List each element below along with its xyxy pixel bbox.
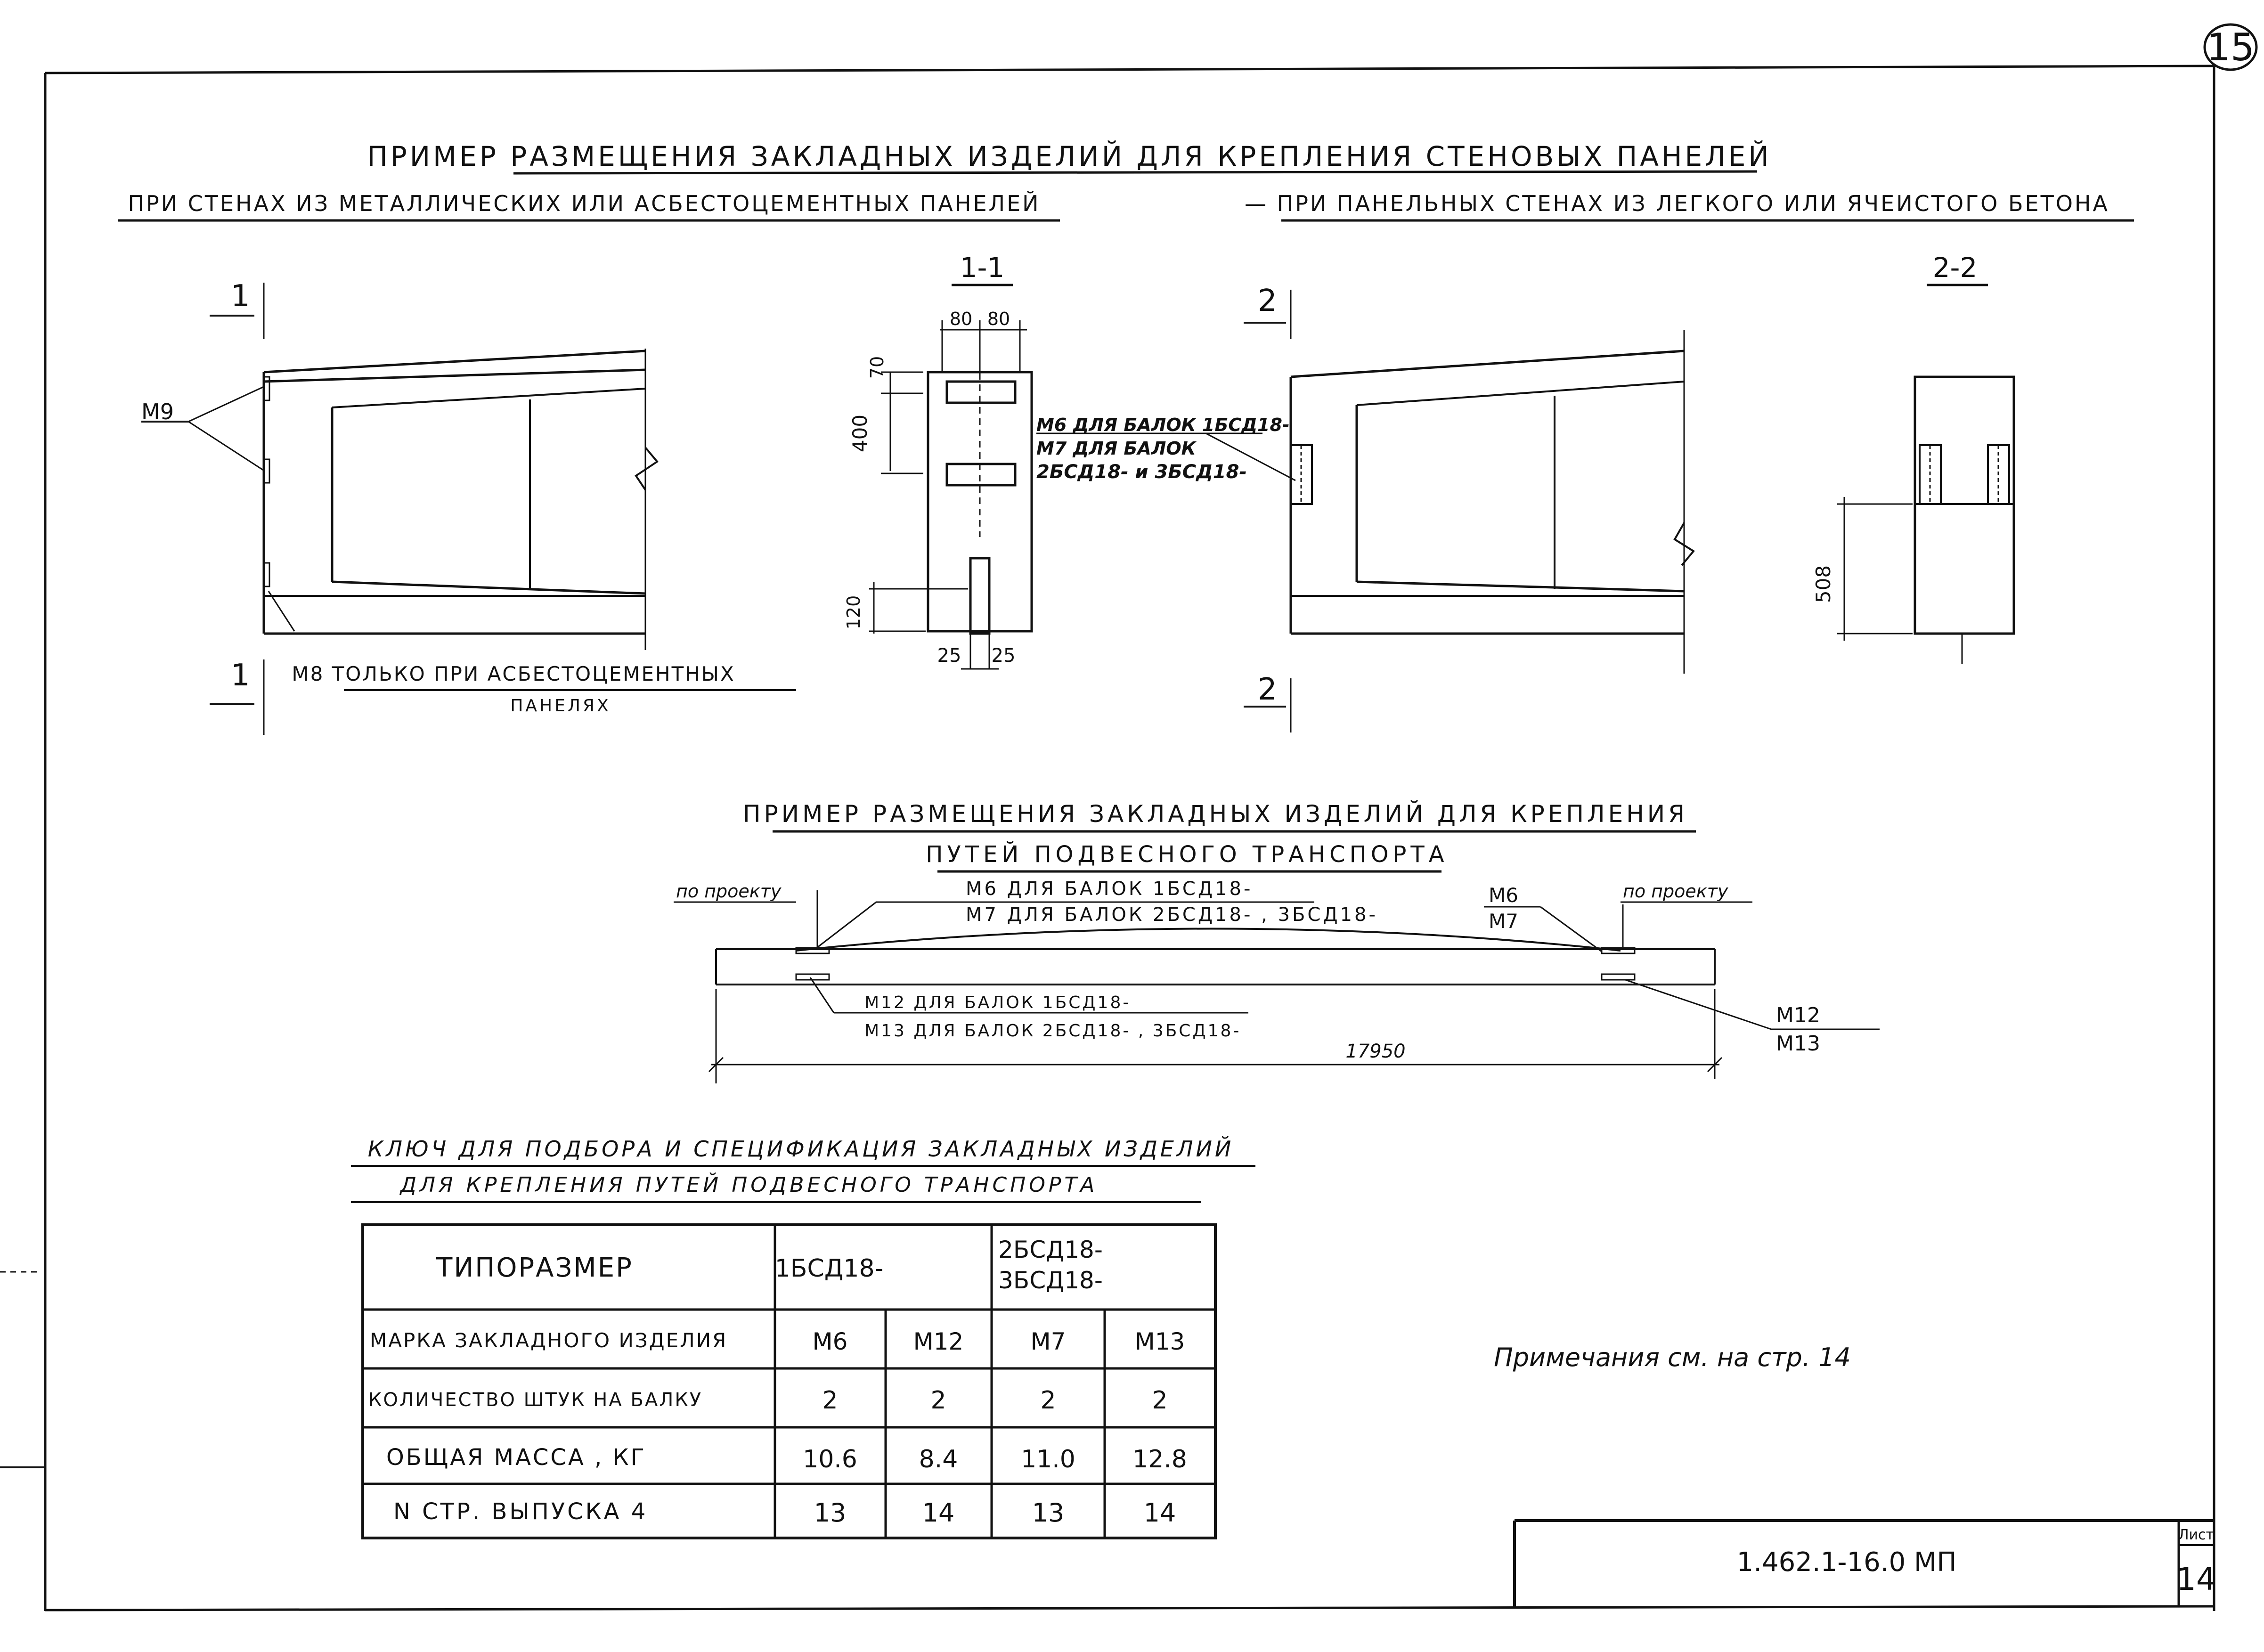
notes-reference: Примечания см. на стр. 14 bbox=[1494, 1343, 1851, 1372]
cell-count-3: 2 bbox=[1040, 1386, 1056, 1415]
cell-mass-4: 12.8 bbox=[1132, 1445, 1187, 1473]
right-top-m7: М7 bbox=[1489, 910, 1518, 933]
right-bottom-m13: М13 bbox=[1776, 1032, 1820, 1056]
label-m8: М8 ТОЛЬКО ПРИ АСБЕСТОЦЕМЕНТНЫХ bbox=[292, 662, 735, 685]
cut1-top-mark: 1 bbox=[231, 279, 250, 314]
cell-mark-1: М6 bbox=[813, 1328, 848, 1355]
key-title-2: ДЛЯ КРЕПЛЕНИЯ ПУТЕЙ ПОДВЕСНОГО ТРАНСПОРТ… bbox=[399, 1172, 1098, 1197]
cell-count-2: 2 bbox=[930, 1386, 946, 1415]
cell-mark-2: М12 bbox=[913, 1328, 964, 1355]
page-number-badge: 15 bbox=[2203, 23, 2258, 71]
sheet-label: Лист bbox=[2178, 1527, 2214, 1543]
top-label-m6: М6 ДЛЯ БАЛОК 1БСД18- bbox=[966, 878, 1253, 900]
section2-title-2: ПУТЕЙ ПОДВЕСНОГО ТРАНСПОРТА bbox=[926, 841, 1448, 868]
cell-mark-4: М13 bbox=[1135, 1328, 1185, 1355]
span-17950: 17950 bbox=[1345, 1041, 1405, 1062]
cut1-bottom-mark: 1 bbox=[231, 658, 250, 693]
cell-mass-1: 10.6 bbox=[803, 1445, 857, 1473]
section-2-2-label: 2-2 bbox=[1933, 252, 1978, 284]
dim-25-left: 25 bbox=[937, 645, 961, 667]
table-type-a: 1БСД18- bbox=[775, 1254, 884, 1283]
dim-80-right: 80 bbox=[987, 309, 1010, 329]
cell-page-3: 13 bbox=[1032, 1498, 1065, 1528]
key-title-1: КЛЮЧ ДЛЯ ПОДБОРА И СПЕЦИФИКАЦИЯ ЗАКЛАДНЫ… bbox=[368, 1136, 1234, 1162]
top-label-m7: М7 ДЛЯ БАЛОК 2БСД18- , 3БСД18- bbox=[966, 904, 1378, 926]
document-code: 1.462.1-16.0 МП bbox=[1737, 1547, 1957, 1578]
cell-page-4: 14 bbox=[1144, 1498, 1176, 1528]
section-1-1-label: 1-1 bbox=[960, 252, 1005, 284]
right-beam-elevation: 2 2 bbox=[1244, 284, 1695, 732]
cut2-top-mark: 2 bbox=[1258, 284, 1277, 318]
by-project-right: по проекту bbox=[1623, 881, 1728, 902]
dim-508: 508 bbox=[1812, 565, 1835, 603]
label-m9: М9 bbox=[141, 399, 174, 424]
section2-title-1: ПРИМЕР РАЗМЕЩЕНИЯ ЗАКЛАДНЫХ ИЗДЕЛИЙ ДЛЯ … bbox=[743, 800, 1688, 828]
row-label-mass: ОБЩАЯ МАССА , КГ bbox=[386, 1444, 646, 1471]
row-label-mark: МАРКА ЗАКЛАДНОГО ИЗДЕЛИЯ bbox=[370, 1329, 727, 1352]
left-beam-elevation: 1 1 М9 М8 ТОЛЬКО ПРИ АСБЕСТОЦЕМЕНТНЫХ ПА… bbox=[141, 279, 796, 735]
cell-page-1: 13 bbox=[814, 1498, 847, 1528]
callout-beams: 2БСД18- и 3БСД18- bbox=[1036, 461, 1247, 483]
callout-m6: М6 ДЛЯ БАЛОК 1БСД18- bbox=[1036, 415, 1290, 435]
cell-count-4: 2 bbox=[1152, 1386, 1167, 1415]
suspended-transport-section: ПРИМЕР РАЗМЕЩЕНИЯ ЗАКЛАДНЫХ ИЗДЕЛИЙ ДЛЯ … bbox=[674, 800, 1880, 1083]
dim-80-left: 80 bbox=[950, 309, 972, 329]
title-block: 1.462.1-16.0 МП Лист 14 bbox=[1513, 1519, 2216, 1609]
table-header-label: ТИПОРАЗМЕР bbox=[436, 1253, 633, 1283]
table-type-b-2: 3БСД18- bbox=[998, 1267, 1103, 1294]
dim-70: 70 bbox=[867, 356, 888, 379]
callout-m7: М7 ДЛЯ БАЛОК bbox=[1036, 438, 1197, 459]
cell-mass-3: 11.0 bbox=[1021, 1445, 1075, 1473]
row-label-page: N СТР. ВЫПУСКА 4 bbox=[393, 1498, 648, 1525]
section1-right-subtitle: — ПРИ ПАНЕЛЬНЫХ СТЕНАХ ИЗ ЛЕГКОГО ИЛИ ЯЧ… bbox=[1245, 191, 2109, 216]
cell-mark-3: М7 bbox=[1031, 1328, 1066, 1355]
bottom-label-m12: М12 ДЛЯ БАЛОК 1БСД18- bbox=[864, 993, 1131, 1012]
section1-title: ПРИМЕР РАЗМЕЩЕНИЯ ЗАКЛАДНЫХ ИЗДЕЛИЙ ДЛЯ … bbox=[367, 140, 1772, 172]
section-1-1: 1-1 80 80 70 400 120 25 25 М6 ДЛЯ БАЛОК … bbox=[843, 252, 1296, 670]
dim-120: 120 bbox=[843, 595, 864, 630]
row-label-count: КОЛИЧЕСТВО ШТУК НА БАЛКУ bbox=[368, 1389, 702, 1411]
dim-400: 400 bbox=[848, 415, 871, 452]
cell-page-2: 14 bbox=[922, 1498, 955, 1528]
sheet-frame bbox=[0, 65, 2215, 1611]
table-type-b-1: 2БСД18- bbox=[998, 1236, 1103, 1263]
cell-count-1: 2 bbox=[822, 1386, 838, 1415]
right-bottom-m12: М12 bbox=[1776, 1003, 1820, 1027]
section-2-2: 2-2 508 bbox=[1812, 252, 2015, 664]
key-section: КЛЮЧ ДЛЯ ПОДБОРА И СПЕЦИФИКАЦИЯ ЗАКЛАДНЫ… bbox=[351, 1136, 1255, 1539]
page-number: 15 bbox=[2207, 25, 2255, 69]
dim-25-right: 25 bbox=[992, 645, 1016, 667]
sheet-number: 14 bbox=[2176, 1561, 2216, 1597]
bottom-label-m13: М13 ДЛЯ БАЛОК 2БСД18- , 3БСД18- bbox=[864, 1021, 1241, 1041]
right-top-m6: М6 bbox=[1489, 884, 1518, 907]
cell-mass-2: 8.4 bbox=[919, 1445, 958, 1473]
section1-left-subtitle: ПРИ СТЕНАХ ИЗ МЕТАЛЛИЧЕСКИХ ИЛИ АСБЕСТОЦ… bbox=[128, 191, 1040, 216]
label-m8-line2: ПАНЕЛЯХ bbox=[510, 696, 611, 716]
by-project-left: по проекту bbox=[676, 881, 782, 902]
spec-table: ТИПОРАЗМЕР 1БСД18- 2БСД18- 3БСД18- МАРКА… bbox=[361, 1223, 1217, 1539]
cut2-bottom-mark: 2 bbox=[1258, 672, 1277, 707]
